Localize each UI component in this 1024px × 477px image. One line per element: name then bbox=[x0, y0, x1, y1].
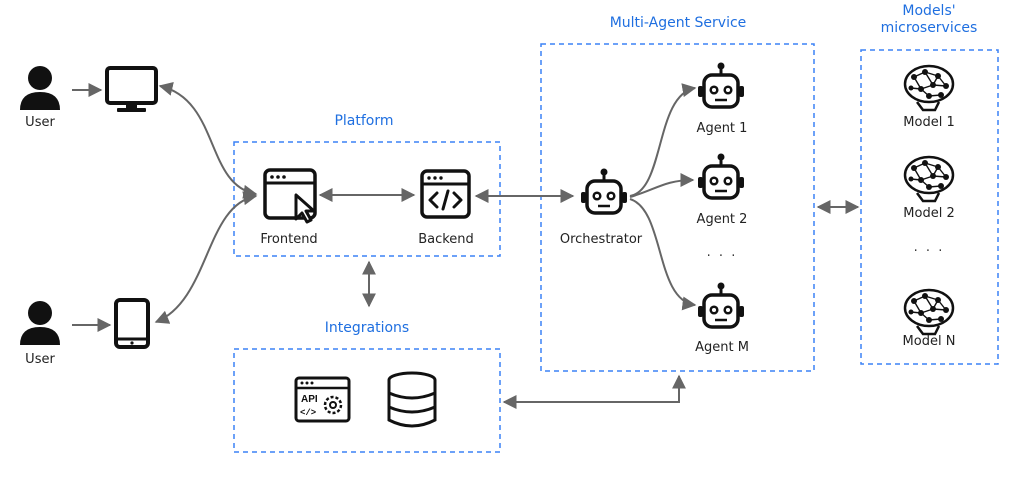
tablet-frontend-arrow bbox=[154, 191, 258, 324]
brain-network-icon bbox=[903, 155, 955, 203]
browser-cursor-icon bbox=[263, 168, 317, 224]
user-label: User bbox=[25, 115, 55, 130]
backend-label: Backend bbox=[418, 232, 474, 247]
robot-icon bbox=[579, 166, 629, 215]
connectors bbox=[72, 82, 860, 409]
brain-network-icon bbox=[903, 288, 955, 336]
orchestrator-agent1-arrow bbox=[629, 83, 697, 197]
agent-label: Agent 1 bbox=[696, 121, 748, 136]
integrations-box bbox=[233, 348, 501, 453]
svg-text:</>: </> bbox=[300, 408, 316, 418]
orchestrator-label: Orchestrator bbox=[559, 232, 643, 247]
integrations-agents-arrow bbox=[502, 374, 686, 409]
model-label: Model 2 bbox=[903, 206, 955, 221]
platform-title: Platform bbox=[334, 113, 394, 129]
svg-text:API: API bbox=[301, 394, 318, 405]
model-label: Model N bbox=[902, 334, 956, 349]
user-icon bbox=[20, 66, 60, 110]
models-title: Models' microservices bbox=[881, 3, 978, 37]
robot-icon bbox=[696, 280, 746, 329]
agent-label: Agent 2 bbox=[696, 212, 748, 227]
code-window-icon bbox=[420, 169, 471, 219]
api-settings-icon: API </> bbox=[294, 376, 351, 423]
frontend-label: Frontend bbox=[260, 232, 318, 247]
brain-network-icon bbox=[903, 64, 955, 112]
orchestrator-agent2-arrow bbox=[629, 173, 695, 198]
database-icon bbox=[387, 371, 437, 428]
user-icon bbox=[20, 301, 60, 345]
robot-icon bbox=[696, 151, 746, 200]
multi-agent-service-box bbox=[540, 43, 815, 372]
agents-ellipsis: · · · bbox=[706, 249, 738, 264]
orchestrator-agentm-arrow bbox=[629, 198, 697, 311]
monitor-frontend-arrow bbox=[158, 82, 258, 199]
user-label: User bbox=[25, 352, 55, 367]
models-title-line2: microservices bbox=[880, 20, 978, 36]
integrations-title: Integrations bbox=[324, 320, 410, 336]
agent-label: Agent M bbox=[695, 340, 749, 355]
tablet-icon bbox=[114, 298, 150, 349]
multi-agent-service-title: Multi-Agent Service bbox=[609, 15, 747, 31]
models-title-line1: Models' bbox=[902, 3, 956, 19]
model-label: Model 1 bbox=[903, 115, 955, 130]
robot-icon bbox=[696, 60, 746, 109]
models-ellipsis: · · · bbox=[913, 244, 945, 259]
monitor-icon bbox=[105, 66, 158, 112]
